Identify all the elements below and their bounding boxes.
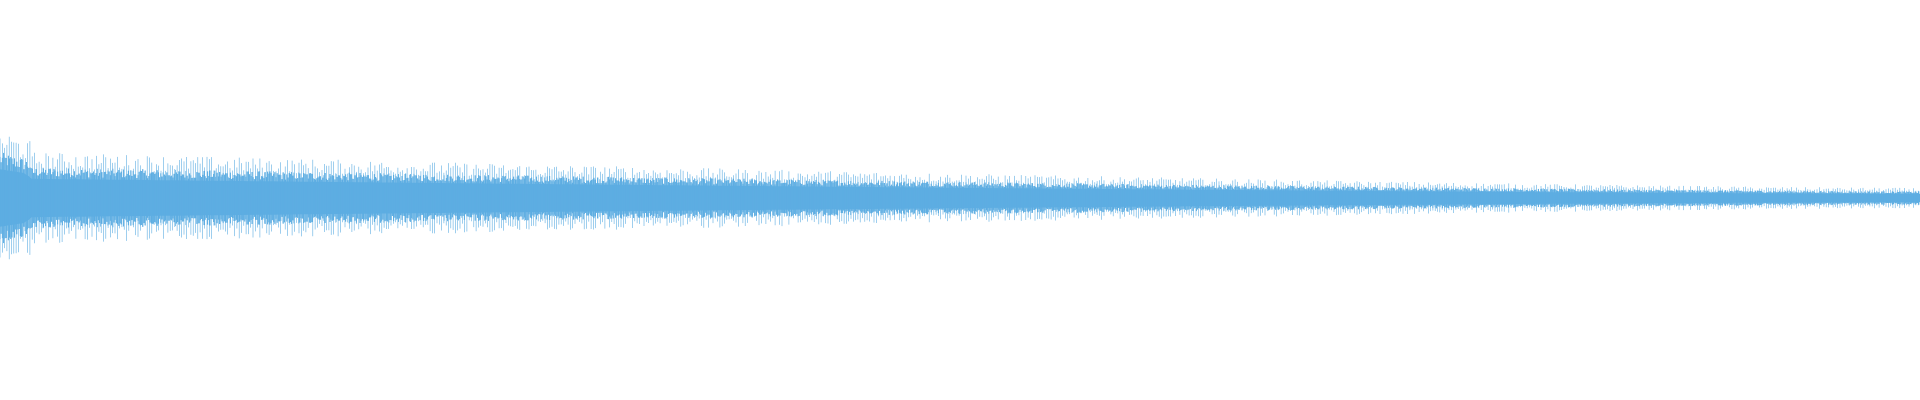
waveform-core-band <box>0 169 1920 227</box>
waveform-body <box>0 152 1920 244</box>
waveform-spikes <box>0 136 1919 260</box>
